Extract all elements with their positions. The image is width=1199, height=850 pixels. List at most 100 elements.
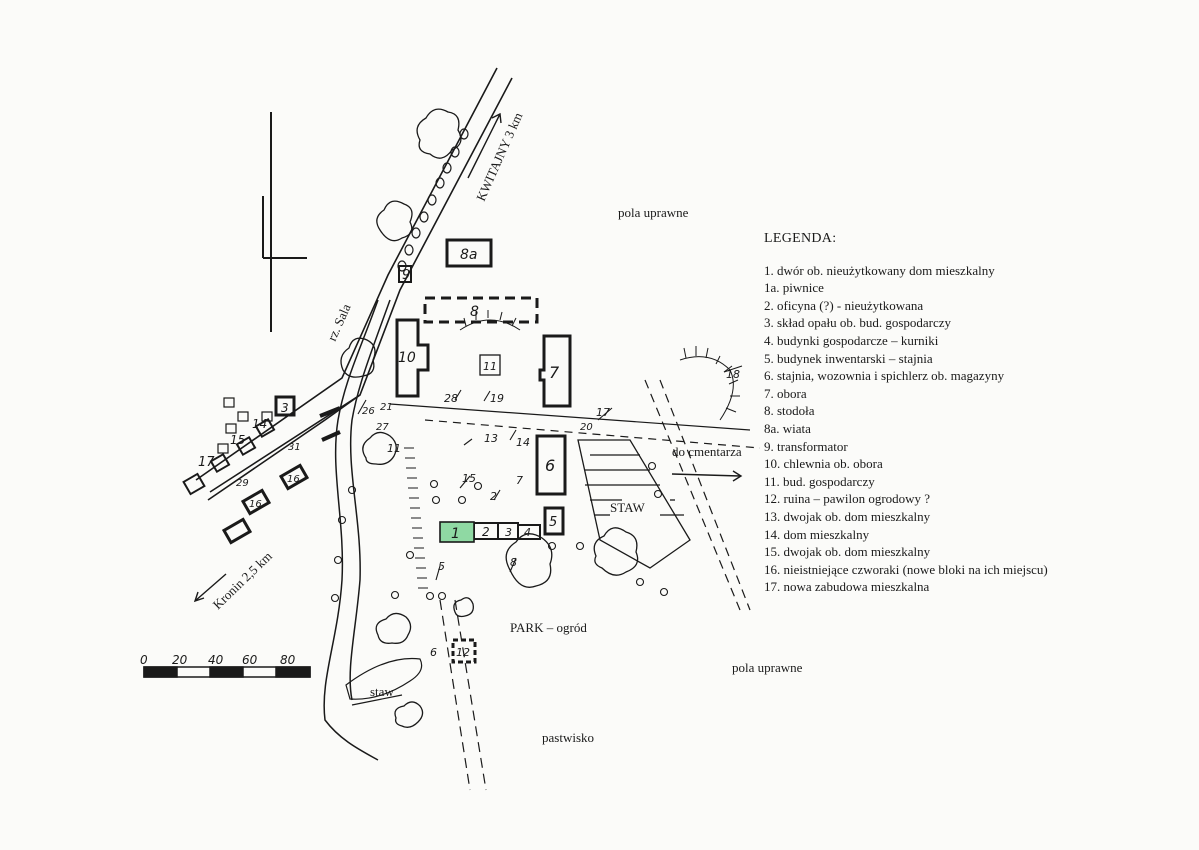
marker-6: 6 (430, 646, 437, 659)
building-4b (517, 524, 541, 540)
big-pond (577, 439, 691, 569)
legend-item: 10. chlewnia ob. obora (764, 456, 883, 472)
legend-item: 12. ruina – pawilon ogrodowy ? (764, 491, 931, 507)
legend-item: 11. bud. gospodarczy (764, 473, 875, 489)
village-buildings (182, 395, 310, 545)
building-10 (395, 318, 430, 398)
num-9: 9 (402, 268, 410, 283)
legend-title: LEGENDA: (764, 231, 837, 246)
main-road (195, 67, 513, 501)
scale-tick-0: 0 (140, 653, 148, 667)
legend: LEGENDA: 1. dwór ob. nieużytkowany dom m… (764, 230, 1194, 596)
num-2: 2 (482, 525, 490, 539)
cemetery-arrow-icon (671, 470, 743, 482)
building-8a (445, 238, 493, 268)
legend-item: 2. oficyna (?) - nieużytkowana (764, 297, 924, 313)
label-fields-south: pola uprawne (732, 660, 803, 675)
num-11: 11 (483, 360, 497, 373)
building-5 (543, 506, 565, 536)
river-sala (323, 299, 391, 761)
north-arrow-icon (262, 112, 307, 332)
label-river: rz. Sala (324, 301, 354, 343)
legend-list: 1. dwór ob. nieużytkowany dom mieszkalny… (764, 262, 1194, 596)
num-w16b: 16 (249, 499, 262, 510)
num-w16a: 16 (287, 474, 300, 485)
num-w15: 15 (230, 433, 245, 447)
marker-31: 31 (288, 442, 301, 453)
lanes (389, 379, 761, 791)
legend-item: 14. dom mieszkalny (764, 526, 870, 542)
marker-5: 5 (438, 560, 445, 573)
marker-27: 27 (376, 422, 389, 433)
buildings (395, 238, 572, 664)
small-pond (345, 657, 423, 706)
num-3: 3 (505, 526, 512, 539)
num-1: 1 (451, 526, 460, 542)
avenue-trees (397, 128, 469, 272)
num-w14: 14 (252, 417, 267, 431)
legend-item: 3. skład opału ob. bud. gospodarczy (764, 315, 952, 331)
kwitajny-arrow-icon (467, 112, 502, 179)
label-pond-small: staw (370, 684, 394, 699)
viewpoint-arrows (357, 365, 743, 581)
scale-tick-80: 80 (280, 653, 296, 667)
label-pond-big: STAW (610, 500, 645, 515)
label-road-north: KWITAJNY 3 km (473, 110, 525, 203)
num-5: 5 (549, 515, 557, 530)
label-pasture: pastwisko (542, 730, 594, 745)
legend-item: 1. dwór ob. nieużytkowany dom mieszkalny (764, 262, 995, 278)
marker-14: 14 (516, 436, 530, 449)
num-7: 7 (549, 363, 560, 382)
scale-tick-60: 60 (242, 653, 258, 667)
building-6 (535, 434, 567, 496)
legend-item: 9. transformator (764, 438, 848, 454)
building-8 (423, 296, 539, 324)
legend-item: 16. nieistniejące czworaki (nowe bloki n… (764, 561, 1048, 577)
building-1-manor (439, 521, 475, 543)
legend-item: 1a. piwnice (764, 280, 824, 296)
marker-11: 11 (387, 442, 401, 455)
marker-13: 13 (484, 432, 498, 445)
marker-2: 2 (490, 490, 497, 503)
legend-item: 8a. wiata (764, 420, 811, 436)
legend-item: 4. budynki gospodarcze – kurniki (764, 332, 939, 348)
marker-17: 17 (596, 406, 610, 419)
scattered-trees (330, 461, 669, 603)
marker-8: 8 (510, 556, 517, 569)
marker-29: 29 (236, 478, 249, 489)
num-10: 10 (398, 350, 416, 366)
marker-7: 7 (516, 474, 523, 487)
legend-item: 5. budynek inwentarski – stajnia (764, 350, 933, 366)
building-7 (538, 334, 572, 408)
legend-item: 7. obora (764, 385, 807, 401)
scale-tick-20: 20 (172, 653, 188, 667)
num-w17: 17 (198, 455, 215, 470)
marker-15: 15 (462, 472, 476, 485)
num-12: 12 (456, 646, 470, 659)
tree-clumps (340, 108, 639, 728)
marker-21: 21 (380, 402, 393, 413)
building-9 (398, 265, 412, 283)
legend-item: 15. dwojak ob. dom mieszkalny (764, 544, 931, 560)
river-bank-hatching (404, 447, 428, 589)
legend-item: 13. dwojak ob. dom mieszkalny (764, 508, 931, 524)
num-6: 6 (545, 456, 555, 475)
label-fields-north: pola uprawne (618, 205, 689, 220)
label-cemetery-road: do cmentarza (672, 444, 742, 459)
scale-bar (143, 666, 311, 678)
num-8a: 8a (460, 247, 478, 263)
legend-item: 17. nowa zabudowa mieszkalna (764, 579, 930, 595)
building-12 (451, 638, 477, 664)
marker-28: 28 (444, 392, 458, 405)
num-8: 8 (470, 304, 479, 320)
legend-item: 8. stodoła (764, 403, 815, 419)
building-11 (479, 354, 501, 376)
marker-20: 20 (580, 422, 593, 433)
scale-tick-40: 40 (208, 653, 224, 667)
marker-19: 19 (490, 392, 504, 405)
bridges (319, 406, 341, 442)
num-4: 4 (524, 526, 531, 539)
kronin-arrow-icon (193, 573, 227, 603)
marker-18: 18 (726, 368, 740, 381)
